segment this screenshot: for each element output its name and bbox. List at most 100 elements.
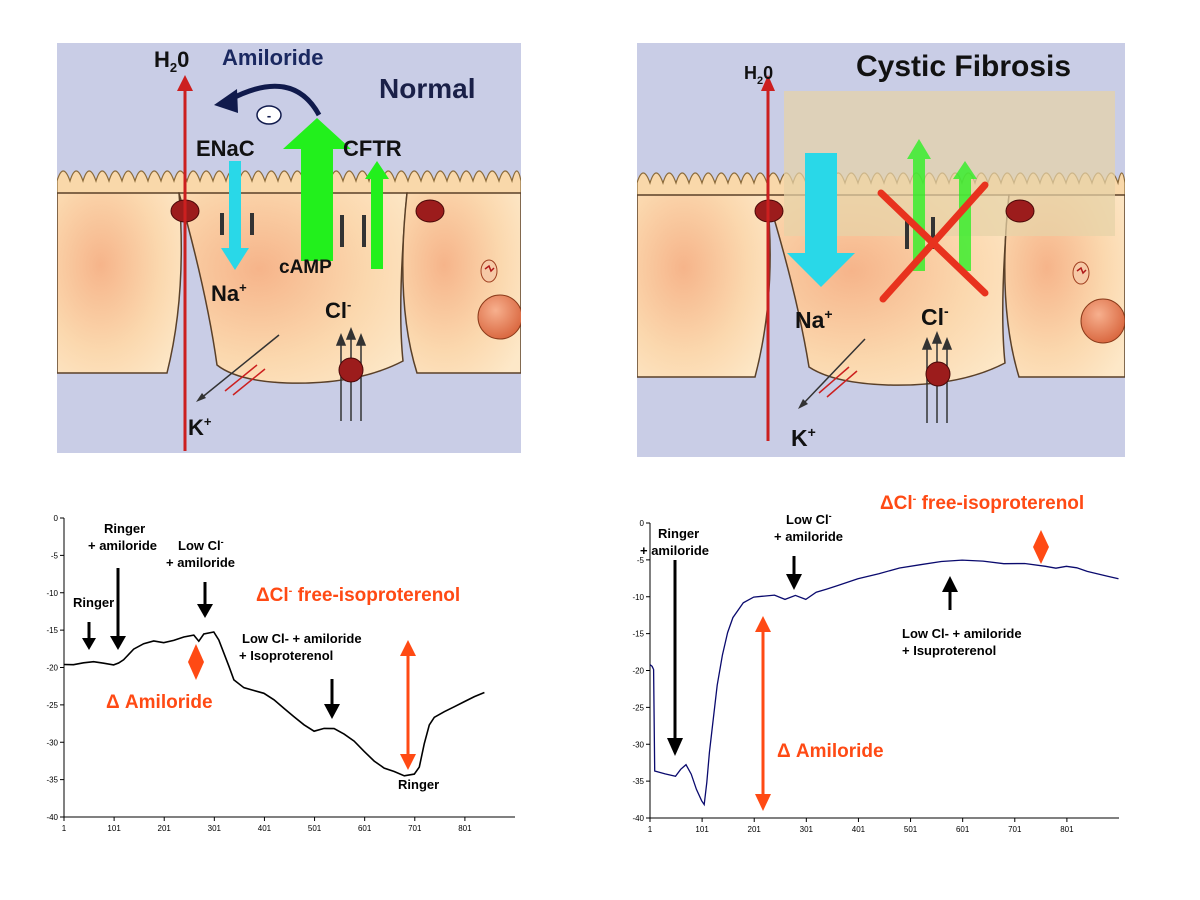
svg-text:ΔCl- free-isoproterenol: ΔCl- free-isoproterenol [880, 493, 1084, 514]
delta-cl-free-label: ΔCl [880, 493, 913, 514]
mitochondrion [1072, 261, 1090, 285]
k-label: K [791, 425, 808, 451]
x-tick-label: 301 [208, 824, 222, 833]
normal-trace-line [63, 631, 485, 777]
cotransporter-protein [338, 357, 364, 383]
event-label-low-cl-amiloride: + amiloride [774, 529, 843, 544]
cftr-label: CFTR [343, 136, 402, 161]
x-tick-label: 701 [408, 824, 422, 833]
x-tick-label: 601 [956, 825, 970, 834]
na-label: Na [211, 281, 240, 306]
svg-text:Cl-: Cl- [921, 303, 949, 330]
enac-na-arrow [221, 161, 249, 270]
event-label-ringer-amiloride-2: + amiloride [88, 538, 157, 553]
mucus-layer [784, 91, 1115, 236]
y-tick-label: -30 [46, 738, 58, 747]
event-label-low-cl: Low Cl [786, 512, 829, 527]
enac-channel [220, 213, 254, 235]
water-label: H [744, 63, 757, 83]
cftr-channel [340, 215, 366, 247]
normal-epithelium-diagram: - H20 Amiloride Normal ENaC CFTR cAMP Na… [57, 43, 521, 453]
nucleus [477, 294, 521, 340]
delta-cl-free-label: ΔCl [256, 585, 289, 606]
svg-text:Low Cl-: Low Cl- [178, 537, 224, 553]
panel-title-normal: Normal [379, 73, 475, 104]
inhibit-sign: - [267, 108, 271, 123]
cftr-cl-arrow-blocked-2 [953, 161, 977, 271]
x-tick-label: 101 [107, 824, 121, 833]
panel-title-cf: Cystic Fibrosis [856, 50, 1071, 83]
delta-cl-free-marker [1033, 530, 1049, 564]
mitochondrion [480, 259, 498, 283]
y-tick-label: -5 [51, 551, 59, 560]
event-arrow-isoproterenol [942, 576, 958, 610]
event-label-isoproterenol-1: Low Cl- + amiloride [902, 626, 1022, 641]
event-arrow-ringer-amiloride [110, 568, 126, 650]
x-tick-label: 601 [358, 824, 372, 833]
water-label: H [154, 47, 170, 72]
amiloride-inhibition-arrow [229, 83, 322, 117]
svg-text:Low Cl-: Low Cl- [786, 511, 832, 527]
event-arrow-low-cl-amiloride [786, 556, 802, 590]
delta-amiloride-marker [188, 644, 204, 680]
event-label-ringer-amiloride-1: Ringer [104, 521, 145, 536]
delta-amiloride-arrow [755, 616, 771, 811]
event-label-low-cl-amiloride: + amiloride [166, 555, 235, 570]
tight-junction-right [1005, 199, 1035, 223]
x-tick-label: 501 [904, 825, 918, 834]
event-label-low-cl: Low Cl [178, 538, 221, 553]
x-tick-label: 1 [62, 824, 67, 833]
cl-label: Cl [921, 304, 944, 330]
y-tick-label: -5 [637, 556, 645, 565]
x-tick-label: 501 [308, 824, 322, 833]
svg-text:K+: K+ [188, 414, 212, 440]
y-tick-label: 0 [640, 519, 645, 528]
y-tick-label: 0 [54, 514, 59, 523]
y-tick-label: -10 [632, 593, 644, 602]
inhibit-sign-circle [256, 105, 282, 125]
x-tick-label: 801 [1060, 825, 1074, 834]
svg-text:Na+: Na+ [795, 306, 833, 333]
y-tick-label: -25 [632, 703, 644, 712]
event-label-isoproterenol-2: + Isoproterenol [239, 648, 333, 663]
nucleus [1080, 298, 1125, 344]
y-tick-label: -35 [46, 776, 58, 785]
y-tick-label: -40 [632, 814, 644, 823]
x-tick-label: 401 [258, 824, 272, 833]
event-label-ringer-end: Ringer [398, 777, 439, 792]
svg-text:Ringer: Ringer [104, 521, 145, 536]
svg-text:K+: K+ [791, 424, 816, 451]
cftr-block-x [877, 181, 989, 303]
x-tick-label: 701 [1008, 825, 1022, 834]
x-tick-label: 401 [852, 825, 866, 834]
cotransporter-protein [925, 361, 951, 387]
event-arrow-ringer [82, 622, 96, 650]
svg-text:ΔCl- free-isoproterenol: ΔCl- free-isoproterenol [256, 585, 460, 606]
event-arrow-ringer-amiloride [667, 560, 683, 756]
x-tick-label: 1 [648, 825, 653, 834]
cell-body-left [637, 194, 771, 378]
y-tick-label: -40 [46, 813, 58, 822]
event-arrow-low-cl-amiloride [197, 582, 213, 618]
delta-amiloride-label: Δ Amiloride [777, 741, 884, 762]
amiloride-label: Amiloride [222, 45, 323, 70]
k-efflux-arrow [801, 338, 866, 406]
tight-junction-right [415, 199, 445, 223]
delta-cl-free-arrow [400, 640, 416, 770]
y-tick-label: -20 [632, 667, 644, 676]
k-label: K [188, 415, 204, 440]
event-arrow-isoproterenol [324, 679, 340, 719]
x-tick-label: 201 [748, 825, 762, 834]
x-tick-label: 201 [158, 824, 172, 833]
y-tick-label: -35 [632, 777, 644, 786]
x-tick-label: 301 [800, 825, 814, 834]
y-tick-label: -30 [632, 740, 644, 749]
svg-text:H20: H20 [744, 63, 773, 87]
y-tick-label: -25 [46, 701, 58, 710]
enac-label: ENaC [196, 136, 255, 161]
event-label-ringer: Ringer [73, 595, 114, 610]
